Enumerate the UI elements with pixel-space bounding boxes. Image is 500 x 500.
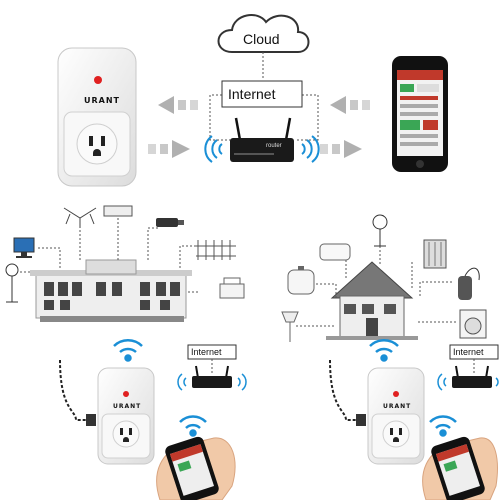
plug-brand-right: URANT [383, 403, 412, 410]
lamp-icon [281, 311, 299, 342]
wifi-signal-left [177, 373, 247, 391]
cloud-label: Cloud [243, 31, 280, 47]
hand-phone-right [422, 436, 498, 500]
wifi-icon-phone-left [179, 415, 207, 437]
computer-icon [13, 237, 35, 258]
wifi-signal-icon [204, 135, 320, 163]
fan-icon-left [5, 263, 19, 303]
router-icon-top [230, 117, 294, 162]
rice-cooker-icon [287, 266, 315, 295]
power-cord-left [59, 359, 90, 421]
router-label: router [266, 143, 282, 149]
fan-icon-right [372, 214, 388, 247]
washing-machine-icon [459, 309, 487, 339]
house-icon [326, 261, 418, 340]
internet-label-right: Internet [453, 347, 484, 357]
heater-icon [423, 239, 447, 269]
device-connector-lines-left [20, 214, 198, 293]
internet-label-left: Internet [191, 347, 222, 357]
air-conditioner-icon [103, 205, 133, 217]
printer-icon [219, 277, 245, 299]
cord-plug-left [86, 414, 96, 426]
office-building [30, 259, 192, 322]
internet-label: Internet [228, 86, 276, 102]
chandelier-icon [63, 207, 97, 228]
wifi-icon-phone-right [429, 415, 457, 437]
plug-brand-top: URANT [84, 96, 120, 105]
cord-plug-right [356, 414, 366, 426]
hand-phone-left [156, 436, 236, 500]
device-connector-lines-right [296, 246, 456, 327]
wifi-icon-left [113, 339, 143, 362]
cloud-icon [217, 14, 310, 53]
smart-plug-top [57, 47, 137, 187]
router-icon-left [192, 365, 232, 388]
wifi-signal-right [437, 373, 499, 391]
smart-plug-right [367, 367, 425, 465]
internet-box [221, 80, 303, 108]
fence-icon [196, 240, 236, 260]
security-camera-icon [156, 218, 184, 227]
vacuum-icon [458, 267, 480, 300]
router-icon-right [452, 365, 492, 388]
power-cord-right [329, 359, 360, 421]
wifi-icon-right [369, 339, 399, 362]
smart-plug-left [97, 367, 155, 465]
plug-brand-left: URANT [113, 403, 142, 410]
arrow-icons-top [148, 96, 370, 158]
water-heater-icon [319, 243, 351, 261]
smartphone-icon-top [392, 56, 448, 172]
